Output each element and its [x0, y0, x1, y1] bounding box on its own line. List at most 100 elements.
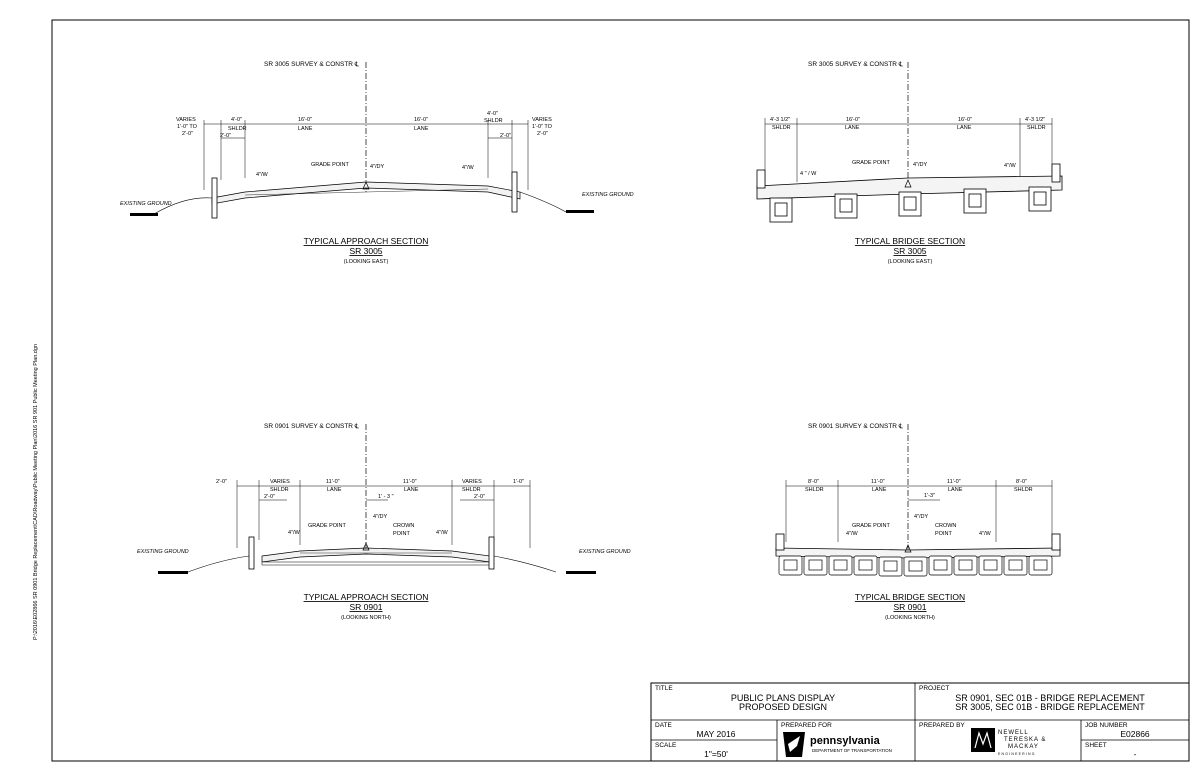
title-line-1: PUBLIC PLANS DISPLAY: [731, 693, 835, 703]
dim-label: 4'-0": [231, 117, 242, 123]
date-value: MAY 2016: [697, 729, 736, 739]
section-view: (LOOKING NORTH): [885, 615, 935, 621]
job-number-value: E02866: [1120, 729, 1150, 739]
dim-label: SHLDR: [228, 126, 247, 132]
dim-label: 4'-3 1/2": [770, 117, 790, 123]
firm-line-2: TERESKA &: [1004, 737, 1046, 743]
grade-point-label: GRADE POINT: [308, 523, 347, 529]
stripe-label: 4"/W: [436, 530, 449, 536]
dim-label: 4'-3 1/2": [1025, 117, 1045, 123]
title-block: TITLE PUBLIC PLANS DISPLAY PROPOSED DESI…: [650, 682, 1190, 762]
dim-label: 1' - 3 ": [378, 494, 394, 500]
dim-label: VARIES: [462, 479, 482, 485]
prepared-by-label: PREPARED BY: [919, 722, 965, 729]
dim-label: LANE: [872, 487, 887, 493]
ground-label: EXISTING GROUND: [137, 549, 189, 555]
dim-label: 11'-0": [947, 479, 961, 485]
sheet-border: [51, 19, 1190, 762]
prepared-for-name: pennsylvania: [810, 735, 881, 747]
section-route: SR 0901: [349, 602, 382, 612]
section-view: (LOOKING EAST): [888, 259, 933, 265]
section-title: TYPICAL BRIDGE SECTION: [855, 592, 965, 602]
dim-label: VARIES: [176, 117, 196, 123]
dim-label: 11'-0": [403, 479, 417, 485]
dim-label: LANE: [845, 125, 860, 131]
section-title: TYPICAL BRIDGE SECTION: [855, 236, 965, 246]
grade-point-label: GRADE POINT: [852, 160, 891, 166]
crown-point-label: POINT: [393, 531, 410, 537]
sheet-label: SHEET: [1085, 742, 1107, 749]
dim-label: 11'-0": [871, 479, 885, 485]
dim-label: VARIES: [270, 479, 290, 485]
dim-label: 8'-0": [808, 479, 819, 485]
dim-label: 8'-0": [1016, 479, 1027, 485]
title-line-2: PROPOSED DESIGN: [739, 702, 827, 712]
margin-file-path: P:\2016\E02866 SR 0901 Bridge Replacemen…: [33, 344, 39, 640]
dim-label: VARIES: [532, 117, 552, 123]
dim-label: 1'-3": [924, 493, 935, 499]
dim-label: 2'-0": [537, 131, 548, 137]
project-label: PROJECT: [919, 685, 949, 692]
dim-label: 2'-0": [220, 133, 231, 139]
dim-label: 2'-0": [474, 494, 485, 500]
dim-label: 1'-0": [513, 479, 524, 485]
grade-point-label: GRADE POINT: [311, 162, 350, 168]
stripe-label: 4"/W: [979, 531, 992, 537]
firm-line-4: ENGINEERING: [998, 752, 1036, 756]
firm-line-3: MACKAY: [1008, 744, 1039, 750]
ground-label: EXISTING GROUND: [579, 549, 631, 555]
section-title: TYPICAL APPROACH SECTION: [304, 236, 429, 246]
scale-label: SCALE: [655, 742, 677, 749]
dim-label: SHLDR: [270, 487, 289, 493]
dim-label: 2'-0": [500, 133, 511, 139]
date-label: DATE: [655, 722, 673, 729]
stripe-label: 4"/DY: [373, 514, 388, 520]
stripe-label: 4"/W: [256, 172, 269, 178]
section-title: TYPICAL APPROACH SECTION: [304, 592, 429, 602]
dim-label: LANE: [327, 487, 342, 493]
stripe-label: 4"/DY: [370, 164, 385, 170]
dim-label: 11'-0": [326, 479, 340, 485]
dim-label: 1'-0" TO: [532, 124, 553, 130]
ntm-logo-icon: [971, 728, 995, 752]
dim-label: 16'-0": [958, 117, 972, 123]
dim-label: SHLDR: [805, 487, 824, 493]
dim-label: SHLDR: [1014, 487, 1033, 493]
dim-label: 1'-0" TO: [177, 124, 198, 130]
baseline-label: SR 3005 SURVEY & CONSTR ℄: [264, 61, 360, 68]
stripe-label: 4"/W: [288, 530, 301, 536]
baseline-label: SR 3005 SURVEY & CONSTR ℄: [808, 61, 904, 68]
project-line-1: SR 0901, SEC 01B - BRIDGE REPLACEMENT: [955, 693, 1145, 703]
ground-label: EXISTING GROUND: [582, 192, 634, 198]
dim-label: 16'-0": [298, 117, 312, 123]
stripe-label: 4"/DY: [913, 162, 928, 168]
ground-label: EXISTING GROUND: [120, 201, 172, 207]
dim-label: LANE: [414, 126, 429, 132]
dim-label: LANE: [298, 126, 313, 132]
dim-label: 4'-0": [487, 111, 498, 117]
stripe-label: 4"/W: [846, 531, 859, 537]
prepared-for-sub: DEPARTMENT OF TRANSPORTATION: [812, 748, 892, 753]
baseline-label: SR 0901 SURVEY & CONSTR ℄: [808, 423, 904, 430]
bridge-section-sr0901: SR 0901 SURVEY & CONSTR ℄ 8'-0" SHLDR 11…: [775, 423, 1061, 621]
grade-point-label: GRADE POINT: [852, 523, 891, 529]
dim-label: 16'-0": [846, 117, 860, 123]
dim-label: LANE: [404, 487, 419, 493]
dim-label: SHLDR: [462, 487, 481, 493]
section-route: SR 0901: [893, 602, 926, 612]
crown-point-label: CROWN: [393, 523, 414, 529]
baseline-label: SR 0901 SURVEY & CONSTR ℄: [264, 423, 360, 430]
dim-label: SHLDR: [484, 118, 503, 124]
prepared-for-label: PREPARED FOR: [781, 722, 832, 729]
penndot-keystone-icon: [783, 732, 805, 757]
sheet-value: -: [1134, 749, 1137, 759]
firm-line-1: NEWELL: [998, 730, 1029, 736]
dim-label: SHLDR: [1027, 125, 1046, 131]
scale-value: 1"=50': [704, 749, 728, 759]
dim-label: SHLDR: [772, 125, 791, 131]
dim-label: 16'-0": [414, 117, 428, 123]
stripe-label: 4 " / W: [800, 171, 817, 177]
dim-label: 2'-0": [216, 479, 227, 485]
